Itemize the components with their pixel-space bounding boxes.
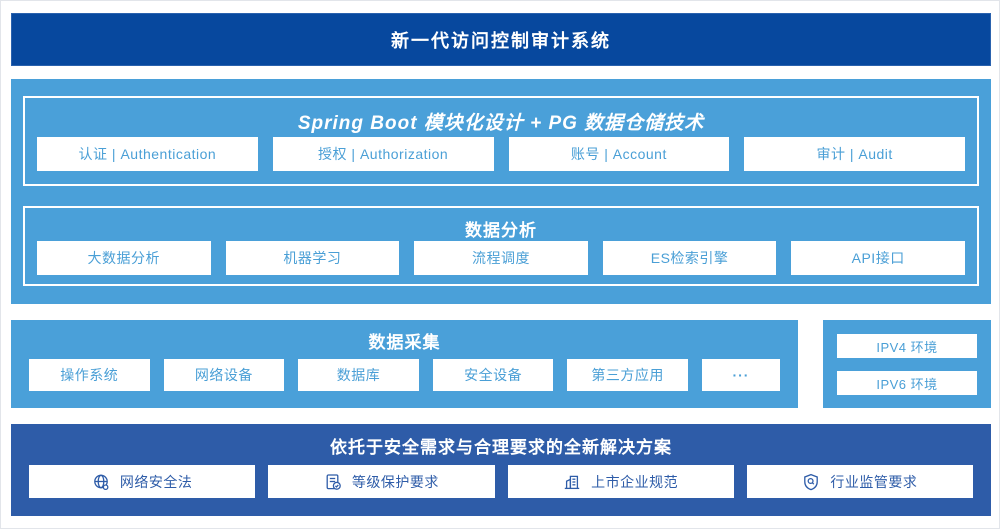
env-box-ipv4: IPV4 环境 [837,334,977,358]
data-collection-section: 数据采集 操作系统 网络设备 数据库 安全设备 第三方应用 ··· [11,320,798,408]
module-box-audit: 审计 | Audit [744,137,965,171]
solution-box-industry-regulation: 行业监管要求 [746,465,973,498]
collection-module-row: 操作系统 网络设备 数据库 安全设备 第三方应用 ··· [11,359,798,408]
building-icon [563,473,581,491]
solution-label: 等级保护要求 [351,473,439,490]
data-analysis-section: 数据分析 大数据分析 机器学习 流程调度 ES检索引擎 API接口 [23,206,979,286]
solution-section: 依托于安全需求与合理要求的全新解决方案 网络安全法 [11,424,991,516]
header-banner: 新一代访问控制审计系统 [11,13,991,66]
module-box-ml: 机器学习 [225,241,400,275]
module-box-os: 操作系统 [29,359,150,391]
network-env-panel: IPV4 环境 IPV6 环境 [823,320,991,408]
solution-box-cybersecurity-law: 网络安全法 [29,465,256,498]
solution-label: 上市企业规范 [591,473,679,490]
solution-title: 依托于安全需求与合理要求的全新解决方案 [330,438,672,457]
module-box-database: 数据库 [298,359,419,391]
module-box-api: API接口 [791,241,965,275]
module-box-account: 账号 | Account [508,137,730,171]
module-box-bigdata: 大数据分析 [37,241,211,275]
module-box-es: ES检索引擎 [602,241,777,275]
springboot-title: Spring Boot 模块化设计 + PG 数据仓储技术 [297,113,705,134]
module-box-authorization: 授权 | Authorization [272,137,494,171]
solution-label: 网络安全法 [119,473,193,490]
module-box-authentication: 认证 | Authentication [37,137,258,171]
module-box-network-device: 网络设备 [163,359,285,391]
data-analysis-title: 数据分析 [465,221,537,240]
system-title: 新一代访问控制审计系统 [391,30,611,51]
data-collection-title: 数据采集 [368,333,441,352]
solution-box-classified-protection: 等级保护要求 [268,465,495,498]
auth-module-row: 认证 | Authentication 授权 | Authorization 账… [25,137,977,184]
module-box-more: ··· [701,359,780,391]
springboot-section: Spring Boot 模块化设计 + PG 数据仓储技术 认证 | Authe… [23,96,979,186]
module-box-security-device: 安全设备 [432,359,554,391]
solution-box-listed-company: 上市企业规范 [507,465,734,498]
solution-row: 网络安全法 等级保护要求 [11,465,991,516]
module-box-thirdparty: 第三方应用 [567,359,688,391]
shield-magnifier-icon [802,473,820,491]
analysis-module-row: 大数据分析 机器学习 流程调度 ES检索引擎 API接口 [25,241,977,288]
module-box-workflow: 流程调度 [414,241,588,275]
document-check-icon [324,473,342,491]
platform-container: Spring Boot 模块化设计 + PG 数据仓储技术 认证 | Authe… [11,79,991,304]
solution-label: 行业监管要求 [830,473,918,490]
globe-icon [92,473,110,491]
env-box-ipv6: IPV6 环境 [837,371,977,395]
